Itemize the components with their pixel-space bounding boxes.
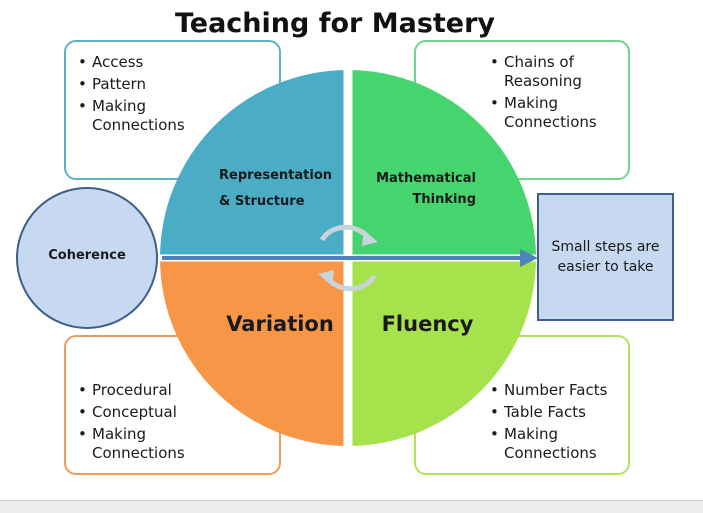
small-steps-text: Small steps are easier to take bbox=[551, 239, 660, 275]
quadrant-variation bbox=[160, 258, 348, 446]
quadrant-label-mathematical-thinking: Mathematical Thinking bbox=[356, 168, 476, 210]
bottom-strip bbox=[0, 500, 703, 513]
list-item: Making Connections bbox=[490, 425, 604, 463]
quadrant-representation bbox=[160, 70, 348, 258]
label-line: Representation bbox=[219, 168, 333, 183]
list-item: Chains of Reasoning bbox=[490, 53, 594, 91]
label-line: Mathematical bbox=[376, 171, 476, 186]
quadrant-label-fluency: Fluency bbox=[381, 312, 474, 336]
list-item: Number Facts bbox=[490, 381, 628, 400]
coherence-label: Coherence bbox=[48, 248, 126, 263]
list-item: Access bbox=[78, 53, 279, 72]
list-item: Table Facts bbox=[490, 403, 628, 422]
list-item: Conceptual bbox=[78, 403, 279, 422]
label-line: & Structure bbox=[219, 194, 305, 209]
quadrant-fluency bbox=[348, 258, 536, 446]
quadrant-mathematical-thinking bbox=[348, 70, 536, 258]
diagram-title: Teaching for Mastery bbox=[174, 8, 496, 39]
list-item: Making Connections bbox=[78, 425, 192, 463]
list-item: Making Connections bbox=[78, 97, 192, 135]
list-item: Pattern bbox=[78, 75, 279, 94]
arrow-head bbox=[520, 249, 538, 267]
list-item: Procedural bbox=[78, 381, 279, 400]
list-item: Making Connections bbox=[490, 94, 604, 132]
quadrant-label-representation: Representation & Structure bbox=[219, 163, 339, 215]
small-steps-box: Small steps are easier to take bbox=[537, 193, 674, 321]
label-line: Thinking bbox=[412, 192, 477, 207]
coherence-circle bbox=[16, 187, 158, 329]
quadrant-label-variation: Variation bbox=[226, 312, 334, 336]
